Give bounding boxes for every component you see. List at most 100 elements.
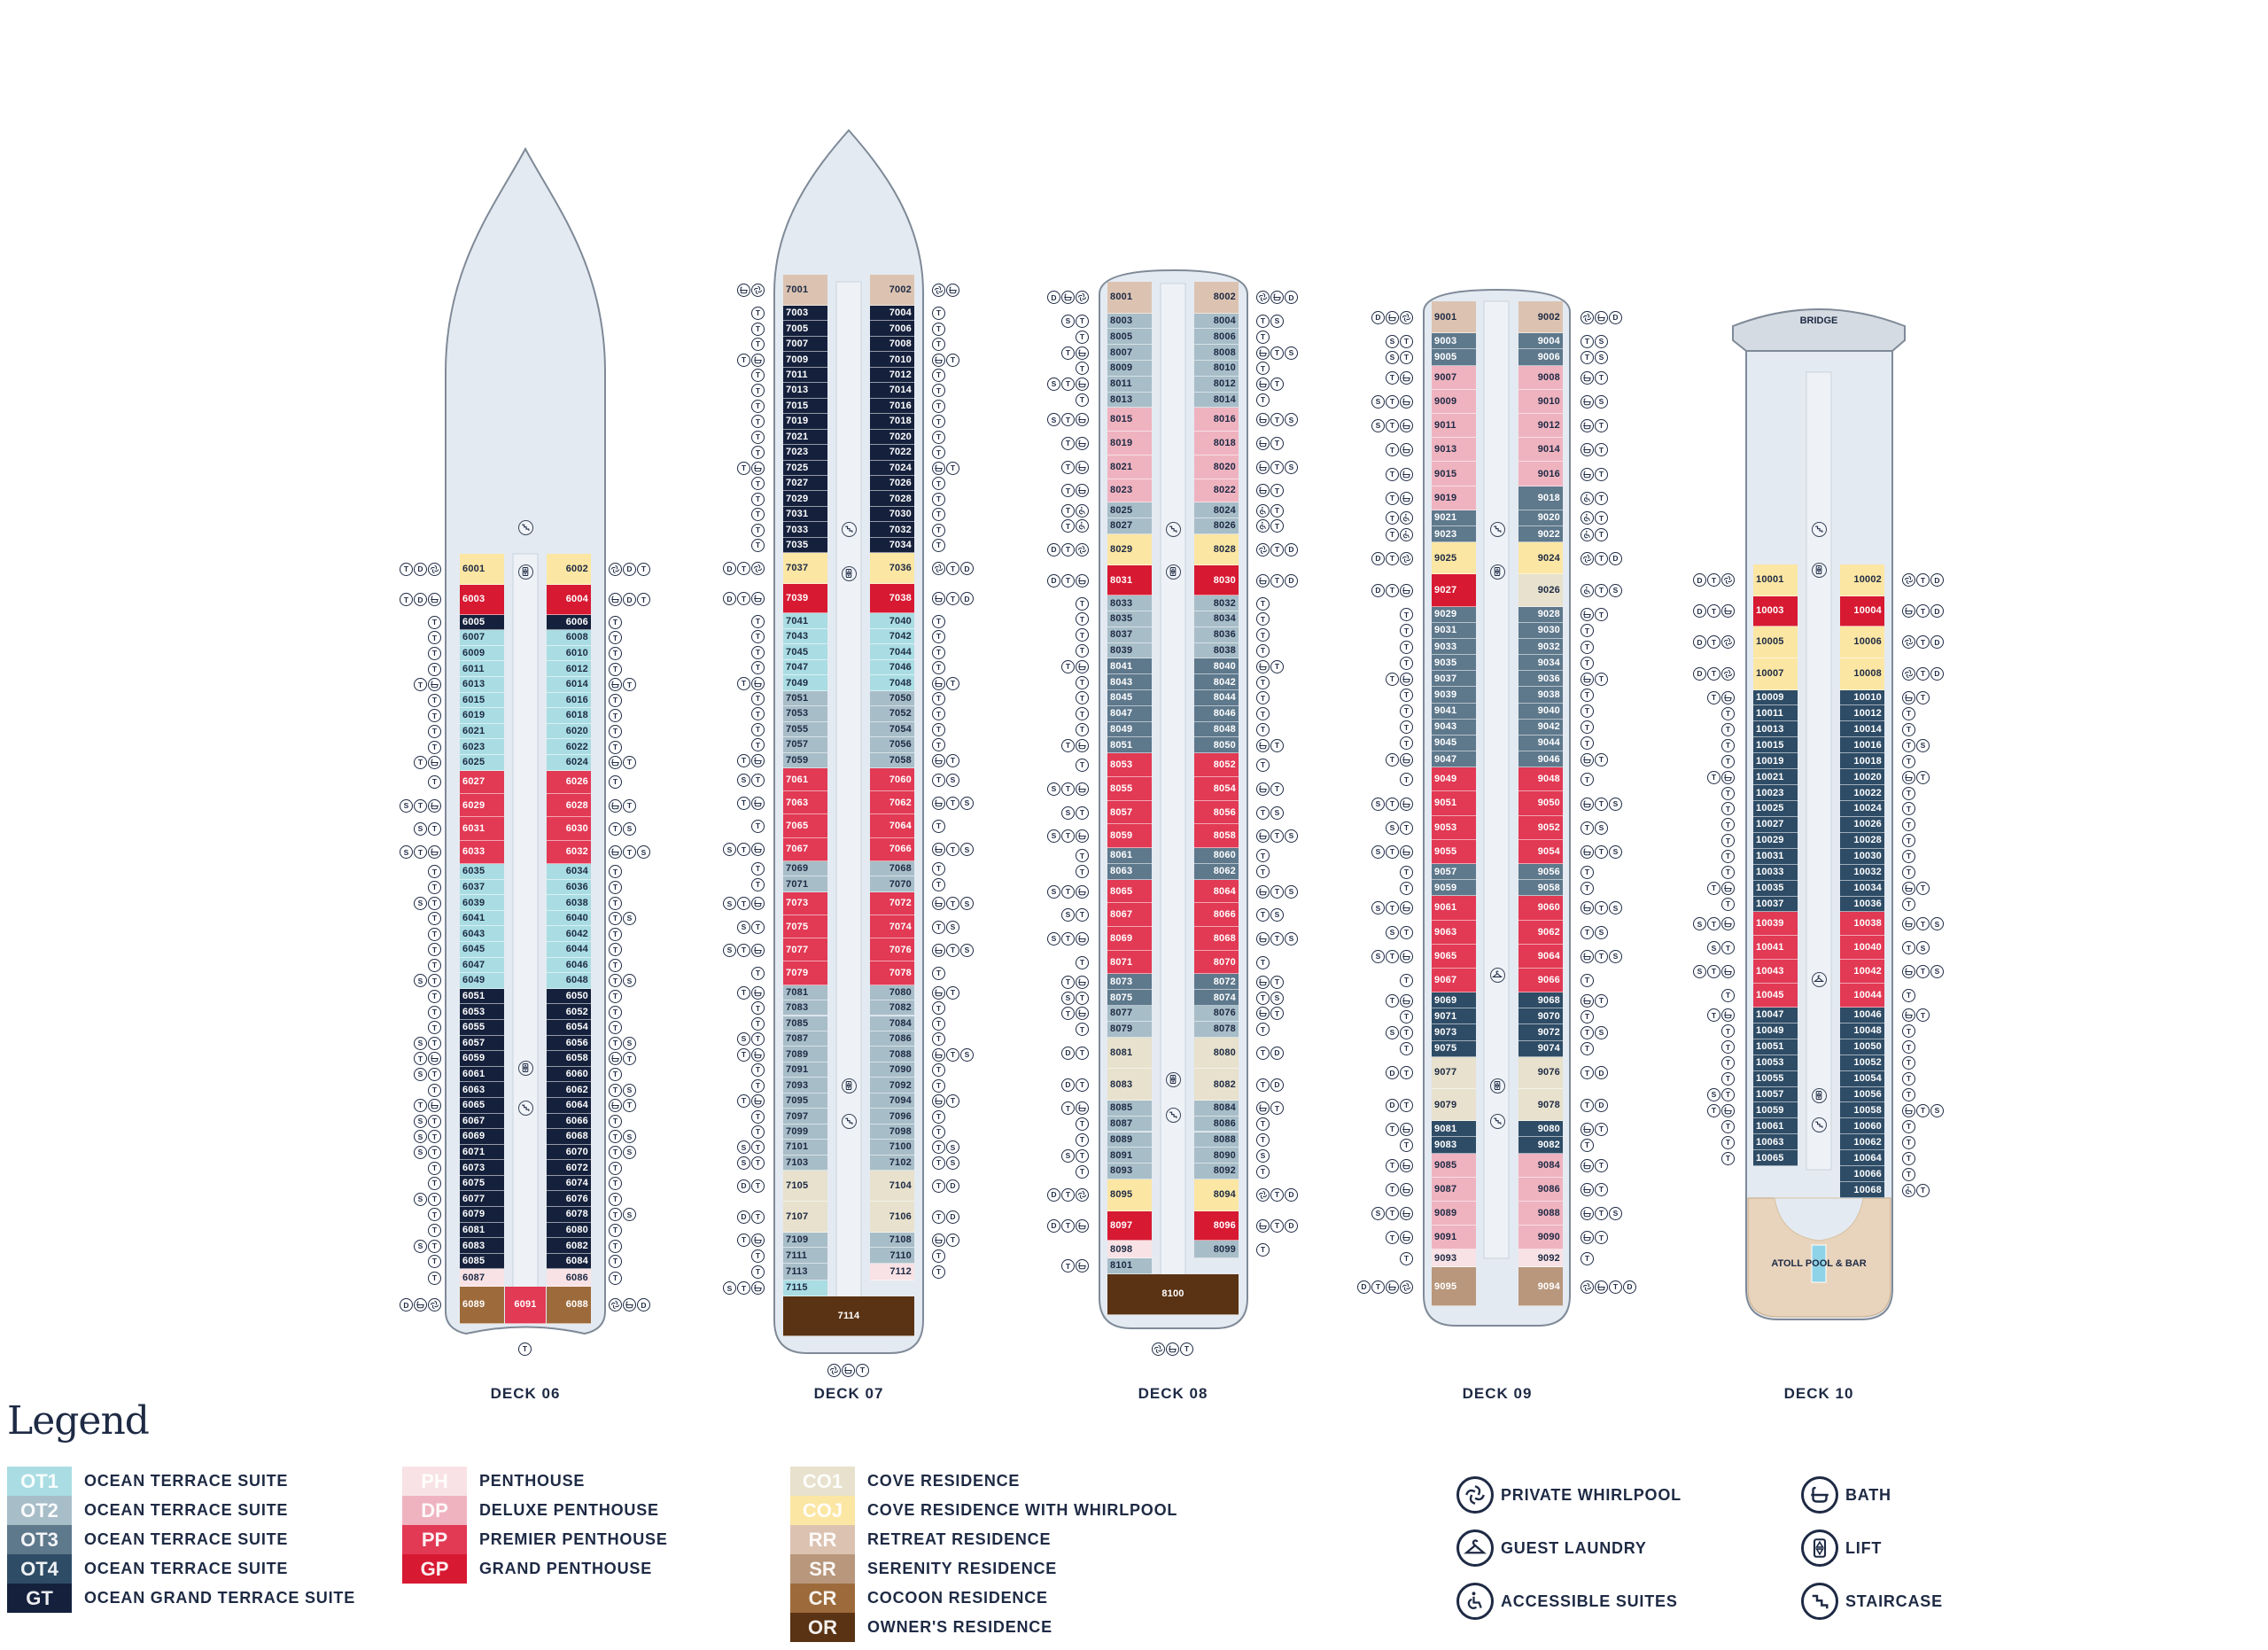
cabin-6031[interactable]: 6031 xyxy=(460,817,504,841)
cabin-10046[interactable]: 10046 xyxy=(1840,1007,1884,1023)
cabin-8049[interactable]: 8049 xyxy=(1107,721,1152,738)
cabin-9016[interactable]: 9016 xyxy=(1518,462,1563,486)
cabin-8068[interactable]: 8068 xyxy=(1194,927,1239,951)
cabin-6084[interactable]: 6084 xyxy=(547,1253,591,1270)
cabin-7019[interactable]: 7019 xyxy=(783,414,827,430)
cabin-10054[interactable]: 10054 xyxy=(1840,1070,1884,1087)
cabin-7065[interactable]: 7065 xyxy=(783,814,827,838)
cabin-6041[interactable]: 6041 xyxy=(460,910,504,927)
cabin-7073[interactable]: 7073 xyxy=(783,891,827,915)
cabin-10041[interactable]: 10041 xyxy=(1753,936,1798,961)
cabin-6083[interactable]: 6083 xyxy=(460,1238,504,1254)
cabin-7105[interactable]: 7105 xyxy=(783,1171,827,1202)
cabin-10024[interactable]: 10024 xyxy=(1840,801,1884,817)
cabin-10001[interactable]: 10001 xyxy=(1753,564,1798,596)
cabin-6021[interactable]: 6021 xyxy=(460,723,504,740)
cabin-7054[interactable]: 7054 xyxy=(870,721,914,738)
cabin-6014[interactable]: 6014 xyxy=(547,676,591,693)
cabin-6002[interactable]: 6002 xyxy=(547,554,591,586)
cabin-8035[interactable]: 8035 xyxy=(1107,611,1152,627)
cabin-10065[interactable]: 10065 xyxy=(1753,1150,1798,1167)
cabin-10036[interactable]: 10036 xyxy=(1840,896,1884,913)
cabin-8085[interactable]: 8085 xyxy=(1107,1100,1152,1117)
cabin-7107[interactable]: 7107 xyxy=(783,1202,827,1233)
cabin-8036[interactable]: 8036 xyxy=(1194,627,1239,643)
cabin-7021[interactable]: 7021 xyxy=(783,429,827,446)
cabin-9020[interactable]: 9020 xyxy=(1518,510,1563,526)
cabin-9031[interactable]: 9031 xyxy=(1432,622,1476,640)
cabin-6009[interactable]: 6009 xyxy=(460,645,504,662)
cabin-6071[interactable]: 6071 xyxy=(460,1144,504,1161)
cabin-7042[interactable]: 7042 xyxy=(870,628,914,645)
cabin-9077[interactable]: 9077 xyxy=(1432,1056,1476,1090)
cabin-8026[interactable]: 8026 xyxy=(1194,518,1239,534)
cabin-8095[interactable]: 8095 xyxy=(1107,1179,1152,1211)
cabin-7075[interactable]: 7075 xyxy=(783,915,827,939)
cabin-9065[interactable]: 9065 xyxy=(1432,944,1476,969)
cabin-6080[interactable]: 6080 xyxy=(547,1222,591,1239)
cabin-8027[interactable]: 8027 xyxy=(1107,518,1152,534)
cabin-9002[interactable]: 9002 xyxy=(1518,301,1563,334)
cabin-8100[interactable]: 8100 xyxy=(1107,1273,1239,1315)
cabin-8015[interactable]: 8015 xyxy=(1107,408,1152,432)
cabin-10053[interactable]: 10053 xyxy=(1753,1055,1798,1071)
cabin-7082[interactable]: 7082 xyxy=(870,1000,914,1016)
cabin-6054[interactable]: 6054 xyxy=(547,1019,591,1036)
cabin-9066[interactable]: 9066 xyxy=(1518,968,1563,993)
cabin-9051[interactable]: 9051 xyxy=(1432,791,1476,816)
cabin-9010[interactable]: 9010 xyxy=(1518,389,1563,414)
cabin-6085[interactable]: 6085 xyxy=(460,1253,504,1270)
cabin-6023[interactable]: 6023 xyxy=(460,739,504,755)
cabin-7039[interactable]: 7039 xyxy=(783,584,827,614)
cabin-7022[interactable]: 7022 xyxy=(870,445,914,461)
cabin-7002[interactable]: 7002 xyxy=(870,275,914,306)
cabin-7099[interactable]: 7099 xyxy=(783,1124,827,1140)
cabin-7104[interactable]: 7104 xyxy=(870,1171,914,1202)
cabin-10016[interactable]: 10016 xyxy=(1840,737,1884,754)
cabin-10059[interactable]: 10059 xyxy=(1753,1102,1798,1119)
cabin-8086[interactable]: 8086 xyxy=(1194,1116,1239,1132)
cabin-6081[interactable]: 6081 xyxy=(460,1222,504,1239)
cabin-8047[interactable]: 8047 xyxy=(1107,705,1152,722)
cabin-9053[interactable]: 9053 xyxy=(1432,815,1476,840)
cabin-8080[interactable]: 8080 xyxy=(1194,1037,1239,1070)
cabin-8084[interactable]: 8084 xyxy=(1194,1100,1239,1117)
cabin-9092[interactable]: 9092 xyxy=(1518,1249,1563,1268)
cabin-6044[interactable]: 6044 xyxy=(547,942,591,958)
cabin-9073[interactable]: 9073 xyxy=(1432,1024,1476,1041)
cabin-6063[interactable]: 6063 xyxy=(460,1082,504,1098)
cabin-8016[interactable]: 8016 xyxy=(1194,408,1239,432)
cabin-10004[interactable]: 10004 xyxy=(1840,595,1884,627)
cabin-9030[interactable]: 9030 xyxy=(1518,622,1563,640)
cabin-7030[interactable]: 7030 xyxy=(870,506,914,523)
cabin-10049[interactable]: 10049 xyxy=(1753,1023,1798,1039)
cabin-6087[interactable]: 6087 xyxy=(460,1269,504,1287)
cabin-9014[interactable]: 9014 xyxy=(1518,438,1563,463)
cabin-10032[interactable]: 10032 xyxy=(1840,864,1884,881)
cabin-8101[interactable]: 8101 xyxy=(1107,1257,1152,1274)
cabin-10029[interactable]: 10029 xyxy=(1753,832,1798,849)
cabin-8083[interactable]: 8083 xyxy=(1107,1069,1152,1101)
cabin-9057[interactable]: 9057 xyxy=(1432,864,1476,881)
cabin-8044[interactable]: 8044 xyxy=(1194,690,1239,706)
cabin-7031[interactable]: 7031 xyxy=(783,506,827,523)
cabin-10034[interactable]: 10034 xyxy=(1840,880,1884,897)
cabin-9026[interactable]: 9026 xyxy=(1518,574,1563,607)
cabin-9063[interactable]: 9063 xyxy=(1432,920,1476,945)
cabin-7096[interactable]: 7096 xyxy=(870,1109,914,1125)
cabin-8040[interactable]: 8040 xyxy=(1194,658,1239,675)
cabin-6073[interactable]: 6073 xyxy=(460,1160,504,1176)
cabin-7014[interactable]: 7014 xyxy=(870,383,914,399)
cabin-8050[interactable]: 8050 xyxy=(1194,737,1239,754)
cabin-10037[interactable]: 10037 xyxy=(1753,896,1798,913)
cabin-7051[interactable]: 7051 xyxy=(783,690,827,707)
cabin-7035[interactable]: 7035 xyxy=(783,537,827,554)
cabin-7086[interactable]: 7086 xyxy=(870,1031,914,1047)
cabin-9091[interactable]: 9091 xyxy=(1432,1226,1476,1250)
cabin-8072[interactable]: 8072 xyxy=(1194,974,1239,991)
cabin-10005[interactable]: 10005 xyxy=(1753,626,1798,658)
cabin-10025[interactable]: 10025 xyxy=(1753,801,1798,817)
cabin-7041[interactable]: 7041 xyxy=(783,613,827,629)
cabin-8059[interactable]: 8059 xyxy=(1107,824,1152,849)
cabin-6033[interactable]: 6033 xyxy=(460,840,504,865)
